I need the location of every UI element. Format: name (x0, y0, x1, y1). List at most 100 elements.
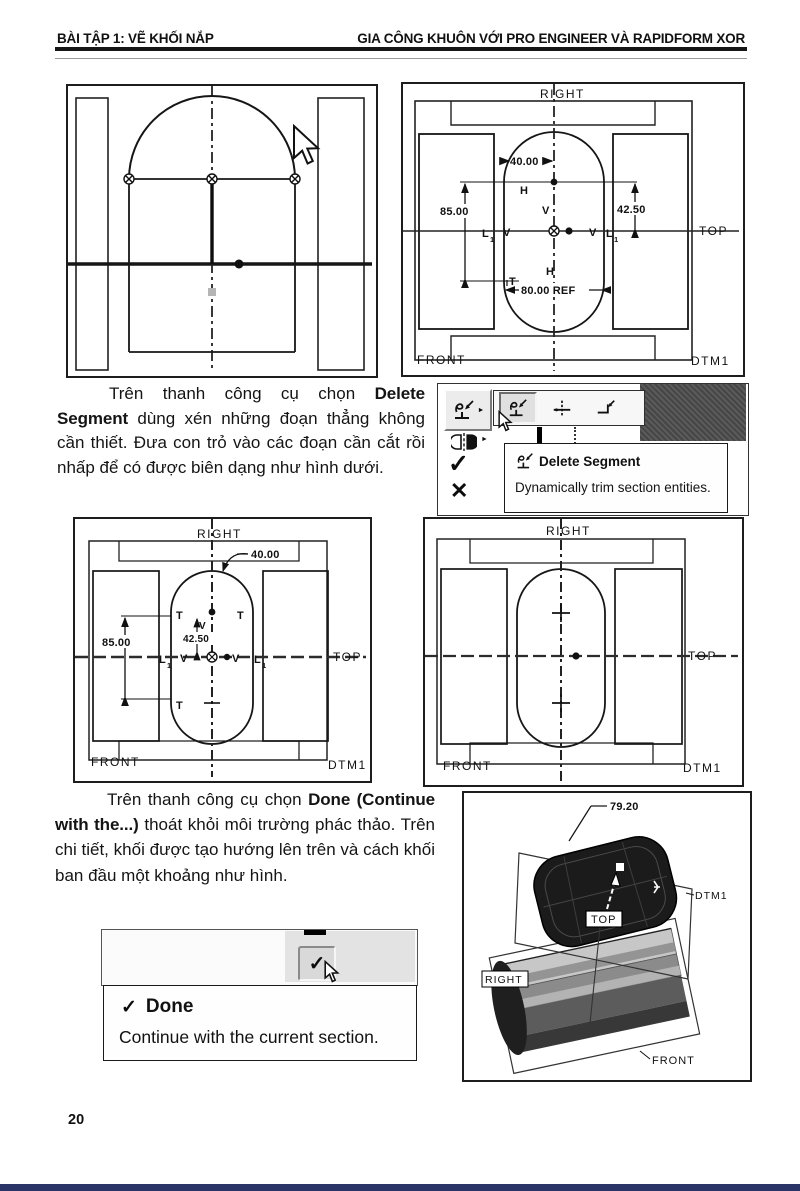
delete-segment-icon (509, 399, 527, 417)
dim-42-5: 42.50 (617, 204, 646, 216)
dim-79-20: 79.20 (610, 801, 639, 813)
centerline-mark (574, 427, 576, 447)
marker-l1-right: L (254, 654, 261, 666)
figure-sketch-final: RIGHT TOP FRONT DTM1 (423, 517, 744, 787)
tooltip-description: Dynamically trim section entities. (515, 480, 711, 495)
label-right-plane: RIGHT (546, 524, 591, 538)
cursor-icon (324, 960, 340, 983)
tooltip-title: Delete Segment (515, 452, 727, 470)
accept-check-icon[interactable]: ✓ (448, 450, 469, 478)
lid-marker (653, 880, 660, 894)
figure-sketch-trimmed: 40.00 85.00 42.50 V T T T V V L 1 L 1 RI… (73, 517, 372, 783)
flyout-trim-button[interactable] (543, 392, 581, 424)
label-top-plane: TOP (591, 914, 616, 926)
marker-t2: T (237, 610, 244, 622)
dim-42-5: 42.50 (183, 634, 209, 645)
label-right-plane: RIGHT (197, 527, 242, 541)
header-rule-thin (55, 58, 747, 59)
flyout-arrow-icon: ► (477, 406, 485, 414)
screenshot-sketcher-toolbar: ► (437, 383, 749, 516)
toolbar-strip: ✓ (101, 929, 418, 986)
marker-v-right: V (232, 653, 240, 665)
label-front-plane: FRONT (417, 353, 466, 367)
figure-3d-result: 79.20 DTM1 TOP RIGHT FRONT (462, 791, 752, 1082)
midpoint-square (208, 288, 216, 296)
delete-segment-icon (517, 453, 533, 469)
delete-segment-icon (454, 400, 474, 419)
para2-bold: Done (Continue with the...) (55, 790, 435, 835)
sketch-final-drawing: RIGHT TOP FRONT DTM1 (425, 519, 738, 781)
label-right-plane: RIGHT (540, 87, 585, 101)
header-right-title: GIA CÔNG KHUÔN VỚI PRO ENGINEER VÀ RAPID… (357, 31, 745, 46)
dim-85: 85.00 (102, 637, 131, 649)
label-dtm1: DTM1 (695, 890, 728, 902)
label-front-plane: FRONT (443, 759, 492, 773)
dim-40: 40.00 (510, 156, 539, 168)
cursor-icon (498, 410, 513, 432)
header-left-title: BÀI TẬP 1: VẼ KHỐI NẮP (57, 31, 214, 46)
flyout-arrow-icon: ► (481, 436, 488, 443)
page-number: 20 (68, 1112, 85, 1128)
label-front-plane: FRONT (91, 755, 140, 769)
sketch-dimensioned-drawing: 40.00 85.00 42.50 80.00 REF H V L 1 V V … (403, 84, 739, 371)
paragraph-delete-segment: Trên thanh công cụ chọn Delete Segment d… (57, 382, 425, 480)
svg-text:1: 1 (262, 661, 266, 670)
marker-t1: T (176, 610, 183, 622)
marker-h1: H (520, 185, 528, 197)
label-top-plane: TOP (699, 224, 728, 238)
check-icon: ✓ (121, 996, 137, 1018)
sketch-trimmed-drawing: 40.00 85.00 42.50 V T T T V V L 1 L 1 RI… (75, 519, 366, 777)
svg-text:1: 1 (614, 235, 618, 244)
sketch-arch-drawing (68, 86, 372, 372)
dim-80-ref: 80.00 REF (521, 285, 575, 297)
corner-trim-icon (597, 400, 615, 414)
header-rule-thick (55, 47, 747, 51)
marker-v1: V (542, 205, 550, 217)
cursor-icon (293, 123, 321, 165)
marker-l1-right: L (606, 228, 613, 240)
delete-segment-tooltip: Delete Segment Dynamically trim section … (504, 443, 728, 513)
dim-85: 85.00 (440, 206, 469, 218)
para1-lead: Trên thanh công cụ chọn (109, 384, 375, 403)
trim-icon (553, 400, 571, 416)
vertex-highlight (616, 863, 624, 871)
marker-t: T (509, 276, 516, 288)
done-tooltip: ✓ Done Continue with the current section… (103, 985, 417, 1061)
label-dtm1: DTM1 (328, 758, 366, 772)
figure-sketch-dimensioned: 40.00 85.00 42.50 80.00 REF H V L 1 V V … (401, 82, 745, 377)
marker-t3: T (176, 700, 183, 712)
marker-v-left: V (503, 227, 511, 239)
delete-segment-toolbar-button[interactable]: ► (444, 389, 492, 431)
figure-sketch-arch (66, 84, 378, 378)
label-dtm1: DTM1 (691, 354, 730, 368)
point-marker (234, 259, 244, 269)
graphics-area-block (640, 384, 746, 441)
para1-bold: Delete Segment (57, 384, 425, 428)
marker-l1-left: L (482, 228, 489, 240)
marker-l1-left: L (159, 654, 166, 666)
marker-v-right: V (589, 227, 597, 239)
paragraph-done: Trên thanh công cụ chọn Done (Continue w… (55, 787, 435, 888)
mirror-icon (451, 433, 477, 451)
orientation-arrow-icon (610, 871, 621, 887)
label-top-plane: TOP (688, 649, 717, 663)
marker-v-left: V (180, 653, 188, 665)
marker-v-dim: V (199, 621, 206, 632)
icon-fragment (304, 930, 326, 935)
para1-rest: dùng xén những đoạn thẳng không cần thiế… (57, 408, 425, 477)
marker-h2: H (546, 266, 554, 278)
flyout-corner-button[interactable] (587, 392, 625, 424)
tooltip-description: Continue with the current section. (119, 1027, 379, 1047)
bottom-scan-bar (0, 1184, 800, 1191)
label-right-plane: RIGHT (485, 974, 523, 986)
endpoint-markers (123, 173, 301, 185)
svg-text:1: 1 (490, 235, 494, 244)
mirror-toolbar-button[interactable] (446, 428, 482, 456)
extruded-lid-solid (533, 836, 678, 948)
cancel-x-icon[interactable]: ✕ (450, 478, 469, 503)
tooltip-title: ✓ Done (121, 996, 194, 1018)
label-front-plane: FRONT (652, 1055, 695, 1067)
label-top-plane: TOP (333, 650, 362, 664)
label-dtm1: DTM1 (683, 761, 722, 775)
